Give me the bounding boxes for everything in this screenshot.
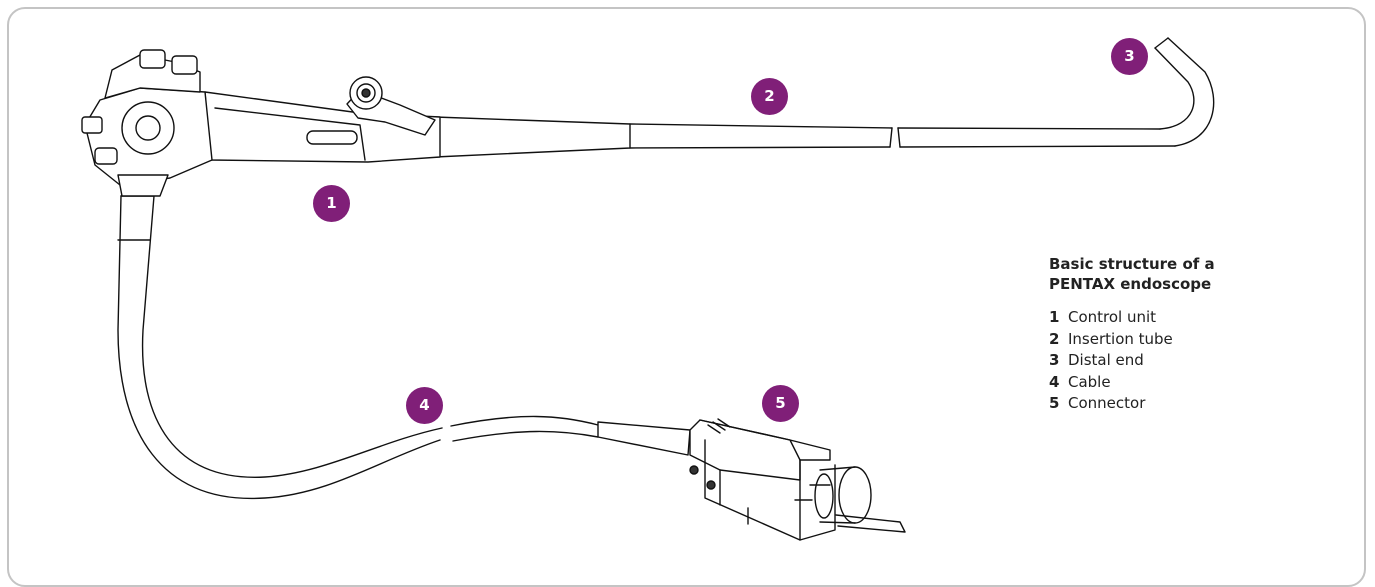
legend-item-label: Connector: [1068, 394, 1146, 412]
legend-list: 1 Control unit 2 Insertion tube 3 Distal en…: [1049, 307, 1309, 415]
connector-drawing: [689, 418, 906, 541]
legend-item-label: Control unit: [1068, 308, 1157, 326]
legend-item-label: Distal end: [1068, 351, 1144, 369]
legend-item-number: 3: [1049, 351, 1060, 369]
legend-title-line-1: Basic structure of a: [1049, 255, 1215, 273]
control-unit-drawing: [81, 49, 441, 197]
legend-item-insertion-tube: 2 Insertion tube: [1049, 329, 1309, 351]
callout-badge-1: 1: [313, 185, 350, 222]
insertion-tube-drawing: [434, 37, 1215, 158]
legend-item-label: Insertion tube: [1068, 329, 1173, 348]
legend-item-number: 2: [1049, 329, 1060, 348]
legend-item-cable: 4 Cable: [1049, 372, 1309, 394]
legend-item-number: 4: [1049, 372, 1060, 391]
legend-item-number: 1: [1049, 308, 1060, 326]
legend-item-connector: 5 Connector: [1049, 393, 1309, 415]
legend-title-line-2: PENTAX endoscope: [1049, 275, 1212, 293]
legend-item-number: 5: [1049, 394, 1060, 412]
endoscope-illustration: [81, 37, 1215, 541]
legend-title: Basic structure of a PENTAX endoscope: [1049, 254, 1309, 294]
callout-badge-4: 4: [406, 387, 443, 424]
callout-badge-3: 3: [1111, 38, 1148, 75]
cable-drawing: [117, 195, 691, 500]
legend-item-distal-end: 3 Distal end: [1049, 350, 1309, 372]
callout-badge-2: 2: [751, 78, 788, 115]
legend-item-label: Cable: [1068, 372, 1111, 391]
legend-item-control-unit: 1 Control unit: [1049, 307, 1309, 329]
callout-badge-5: 5: [762, 385, 799, 422]
